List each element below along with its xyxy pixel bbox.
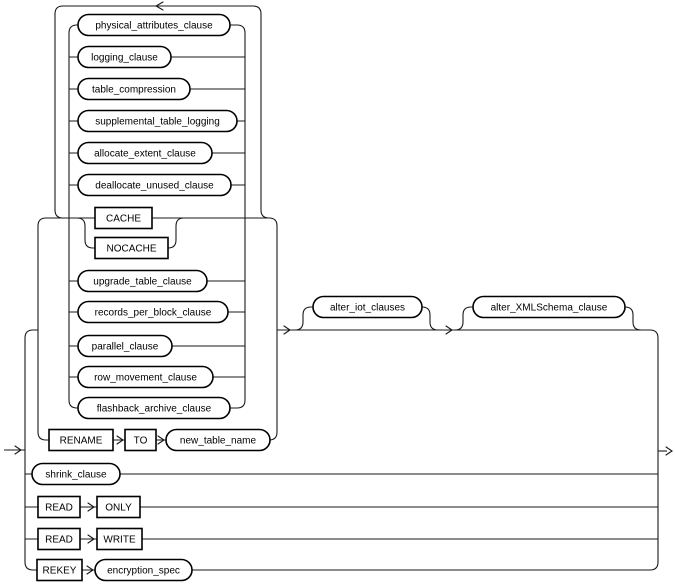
node-label: logging_clause <box>91 53 158 64</box>
loop-back-arrow-icon <box>154 1 164 11</box>
exit-arrow-icon <box>665 446 673 456</box>
node-label: CACHE <box>106 214 141 225</box>
iot-branch-arrow-icon <box>283 325 291 335</box>
to-name-arrow-icon <box>157 435 165 445</box>
node-label: WRITE <box>103 535 136 546</box>
nonterminal-pill <box>77 396 231 420</box>
node-label: alter_XMLSchema_clause <box>491 303 608 314</box>
node-label: encryption_spec <box>107 566 180 577</box>
keyword-box <box>96 527 143 551</box>
nodes-layer: physical_attributes_clause logging_clause… <box>31 13 626 582</box>
node-only: ONLY <box>96 495 141 519</box>
node-allocate_extent_clause: allocate_extent_clause <box>77 141 213 165</box>
nonterminal-pill <box>77 365 214 389</box>
node-label: allocate_extent_clause <box>94 149 196 160</box>
node-shrink_clause: shrink_clause <box>31 462 121 486</box>
nonterminal-pill <box>77 173 232 197</box>
keyword-box <box>96 495 141 519</box>
node-rekey: REKEY <box>36 558 83 582</box>
nonterminal-pill <box>312 295 423 319</box>
node-read1: READ <box>37 495 81 519</box>
node-cache: CACHE <box>94 206 153 230</box>
node-label: READ <box>45 503 73 514</box>
nonterminal-pill <box>77 77 191 101</box>
keyword-box <box>37 527 81 551</box>
nonterminal-pill <box>165 428 271 452</box>
keyword-box <box>37 495 81 519</box>
node-label: NOCACHE <box>106 244 156 255</box>
node-label: parallel_clause <box>92 342 159 353</box>
nonterminal-pill <box>77 45 172 69</box>
node-table_compression: table_compression <box>77 77 191 101</box>
nonterminal-pill <box>472 295 626 319</box>
node-physical_attributes_clause: physical_attributes_clause <box>77 13 231 37</box>
nonterminal-pill <box>77 13 231 37</box>
keyword-box <box>36 558 83 582</box>
node-label: table_compression <box>92 85 176 96</box>
node-write: WRITE <box>96 527 143 551</box>
node-rename: RENAME <box>48 428 114 452</box>
nonterminal-pill <box>77 334 173 358</box>
rekey-arrow-icon <box>86 565 94 575</box>
read-write-arrow-icon <box>87 534 95 544</box>
arrowheads <box>14 1 673 575</box>
node-label: supplemental_table_logging <box>95 117 220 128</box>
node-label: new_table_name <box>180 436 257 447</box>
keyword-box <box>94 206 153 230</box>
node-label: flashback_archive_clause <box>97 404 212 415</box>
node-label: READ <box>45 535 73 546</box>
node-alter_xmlschema_clause: alter_XMLSchema_clause <box>472 295 626 319</box>
node-new_table_name: new_table_name <box>165 428 271 452</box>
node-label: ONLY <box>105 503 132 514</box>
node-label: RENAME <box>60 436 103 447</box>
node-deallocate_unused_clause: deallocate_unused_clause <box>77 173 232 197</box>
read-only-arrow-icon <box>87 502 95 512</box>
node-flashback_archive_clause: flashback_archive_clause <box>77 396 231 420</box>
node-to: TO <box>124 428 157 452</box>
node-label: alter_iot_clauses <box>330 303 405 314</box>
entry-arrow-icon <box>14 445 22 455</box>
node-logging_clause: logging_clause <box>77 45 172 69</box>
keyword-box <box>94 236 169 260</box>
node-records_per_block_clause: records_per_block_clause <box>77 300 229 324</box>
node-encryption_spec: encryption_spec <box>94 558 193 582</box>
nonterminal-pill <box>77 300 229 324</box>
nonterminal-pill <box>31 462 121 486</box>
rename-to-arrow-icon <box>116 435 124 445</box>
node-row_movement_clause: row_movement_clause <box>77 365 214 389</box>
nonterminal-pill <box>94 558 193 582</box>
node-supplemental_table_logging: supplemental_table_logging <box>77 109 238 133</box>
node-label: records_per_block_clause <box>95 308 212 319</box>
node-label: upgrade_table_clause <box>93 277 192 288</box>
nonterminal-pill <box>77 109 238 133</box>
xmlschema-branch-arrow-icon <box>445 325 453 335</box>
node-upgrade_table_clause: upgrade_table_clause <box>77 269 208 293</box>
node-parallel_clause: parallel_clause <box>77 334 173 358</box>
keyword-box <box>48 428 114 452</box>
node-label: TO <box>134 436 148 447</box>
nonterminal-pill <box>77 141 213 165</box>
node-nocache: NOCACHE <box>94 236 169 260</box>
node-label: REKEY <box>43 566 77 577</box>
node-label: row_movement_clause <box>94 373 197 384</box>
node-alter_iot_clauses: alter_iot_clauses <box>312 295 423 319</box>
node-read2: READ <box>37 527 81 551</box>
nonterminal-pill <box>77 269 208 293</box>
node-label: deallocate_unused_clause <box>95 181 214 192</box>
node-label: physical_attributes_clause <box>95 21 213 32</box>
keyword-box <box>124 428 157 452</box>
node-label: shrink_clause <box>45 470 107 481</box>
